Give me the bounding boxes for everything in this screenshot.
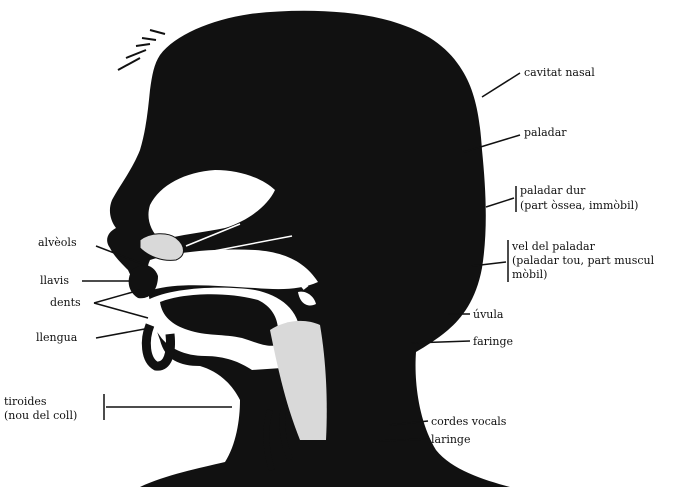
label-cordes-vocals: cordes vocals [431, 415, 507, 428]
label-faringe: faringe [473, 335, 513, 348]
label-tiroides-1: tiroides [4, 395, 47, 408]
label-tiroides-2: (nou del coll) [4, 409, 77, 422]
label-paladar-dur-1: paladar dur [520, 184, 586, 197]
label-cavitat-nasal: cavitat nasal [524, 66, 595, 79]
label-llengua: llengua [36, 331, 78, 344]
leader-cavitat-nasal [482, 73, 520, 97]
label-alveols: alvèols [38, 236, 77, 249]
label-vel-3: mòbil) [512, 268, 547, 281]
leader-dents-2 [94, 303, 148, 318]
label-vel-1: vel del paladar [511, 240, 596, 253]
label-paladar: paladar [524, 126, 567, 139]
label-llavis: llavis [40, 274, 69, 287]
label-uvula: úvula [473, 308, 504, 321]
leader-llengua [96, 328, 150, 338]
label-dents: dents [50, 296, 81, 309]
leader-dents-1 [94, 290, 140, 303]
label-vel-2: (paladar tou, part muscul [512, 254, 655, 267]
label-laringe: laringe [431, 433, 471, 446]
leader-paladar-dur [486, 198, 514, 207]
label-paladar-dur-2: (part òssea, immòbil) [520, 199, 638, 212]
